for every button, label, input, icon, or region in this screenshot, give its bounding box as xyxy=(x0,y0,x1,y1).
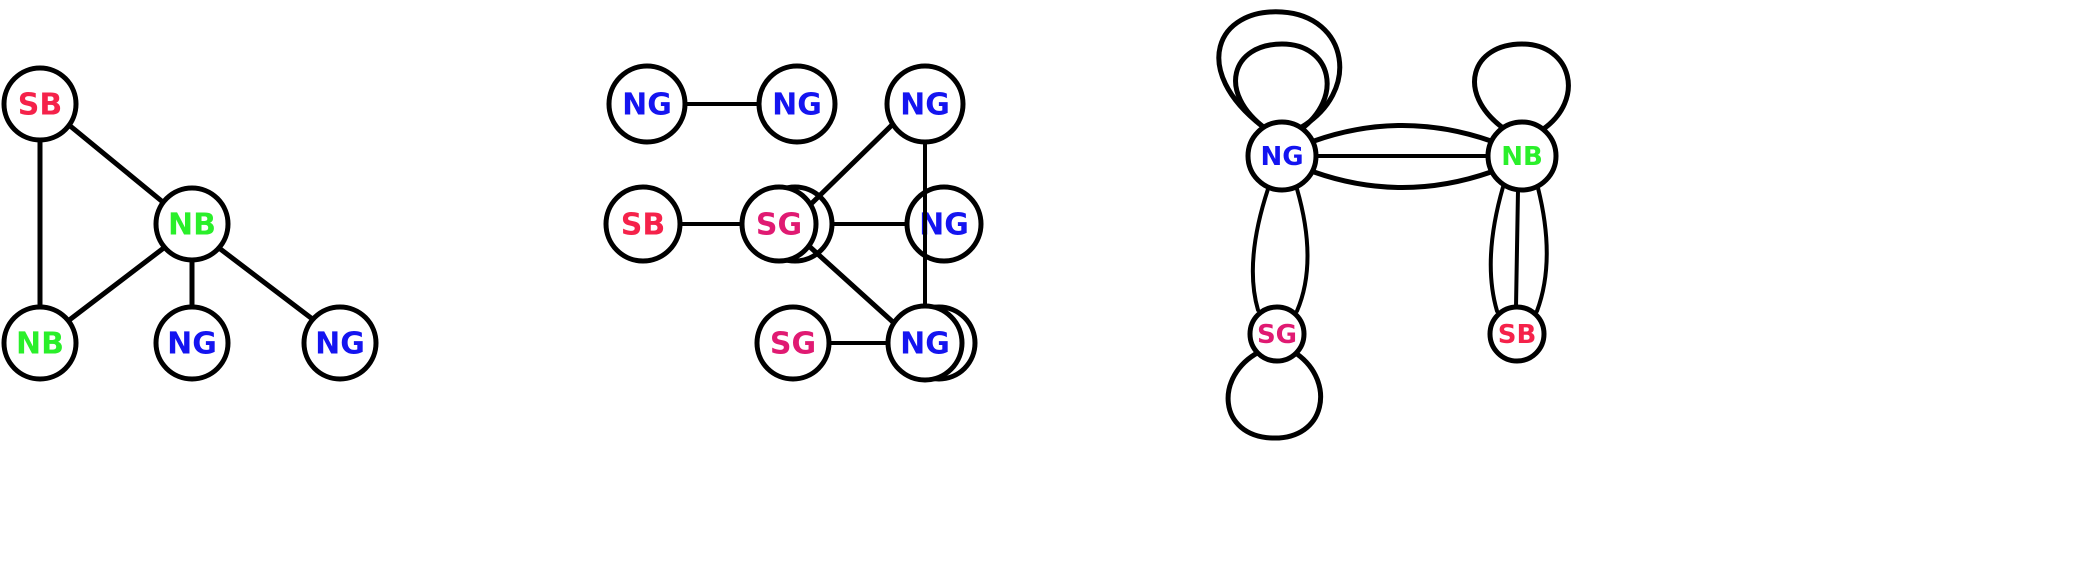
self-loop-ng-inner xyxy=(1233,41,1330,133)
node-label: NG xyxy=(315,327,365,362)
edge-sb-nb-diagonal xyxy=(66,122,167,206)
node-nb-hub[interactable]: NB xyxy=(153,185,231,263)
edge-ng-sg-left xyxy=(1250,187,1270,312)
graph-4-nodes: NG NB SG SB xyxy=(1245,119,1559,364)
edge-ng-nb-lower xyxy=(1311,169,1494,190)
node-ng-pair-left[interactable]: NG xyxy=(606,63,688,145)
node-sb-chain[interactable]: SB xyxy=(603,184,683,264)
node-circle[interactable] xyxy=(1485,119,1559,193)
edge-nb-sb-left xyxy=(1488,185,1505,313)
node-circle[interactable] xyxy=(885,303,965,383)
node-label: NG xyxy=(167,327,217,362)
edge-ng-nb-upper xyxy=(1311,123,1494,144)
node-ng-chain[interactable]: NG xyxy=(904,184,984,264)
node-circle[interactable] xyxy=(884,63,966,145)
node-circle[interactable] xyxy=(1,65,79,143)
node-circle[interactable] xyxy=(756,63,838,145)
node-sg-pair-left[interactable]: SG xyxy=(754,304,832,382)
node-circle[interactable] xyxy=(153,185,231,263)
graph-3-triangle: NG SG NG xyxy=(739,63,966,383)
node-ng-leaf-center[interactable]: NG xyxy=(153,304,231,382)
edge-nb-sb-middle xyxy=(1514,188,1520,309)
node-ng-pair-right[interactable]: NG xyxy=(756,63,838,145)
graph-1-tree: SB NB NB NG NG xyxy=(1,65,379,382)
node-label: NG xyxy=(772,88,822,123)
self-loop-sg-lower xyxy=(1225,349,1324,441)
graph-3-nodes: NG SG NG xyxy=(739,63,966,383)
node-circle[interactable] xyxy=(739,184,819,264)
node-label: SG xyxy=(1257,320,1297,350)
edge-nb-sb-right xyxy=(1535,186,1549,313)
graph-3-edges xyxy=(807,121,927,326)
node-label: SB xyxy=(18,88,62,123)
node-sb[interactable]: SB xyxy=(1,65,79,143)
self-loop-nb-upper xyxy=(1472,41,1571,133)
node-sg-triangle-left[interactable]: SG xyxy=(739,184,819,264)
node-label: NB xyxy=(16,327,64,362)
node-label: NG xyxy=(622,88,672,123)
node-sb-multi[interactable]: SB xyxy=(1487,304,1547,364)
node-circle[interactable] xyxy=(153,304,231,382)
edge-ng-sg-right xyxy=(1295,187,1310,313)
node-label: NG xyxy=(900,327,950,362)
graph-4-multigraph: NG NB SG SB xyxy=(1216,9,1571,441)
node-circle[interactable] xyxy=(1487,304,1547,364)
node-sg-multi[interactable]: SG xyxy=(1247,304,1307,364)
graph-1-nodes: SB NB NB NG NG xyxy=(1,65,379,382)
node-label: NG xyxy=(1260,142,1303,172)
graph-4-self-loops xyxy=(1216,9,1571,441)
node-label: SG xyxy=(756,208,802,243)
graph-1-edges xyxy=(37,122,318,324)
node-circle[interactable] xyxy=(1,304,79,382)
node-ng-leaf-right[interactable]: NG xyxy=(301,304,379,382)
edge-sg-ng-bottom xyxy=(807,244,897,326)
node-circle[interactable] xyxy=(1247,304,1307,364)
node-nb-leaf[interactable]: NB xyxy=(1,304,79,382)
node-ng-triangle-bottom[interactable]: NG xyxy=(885,303,965,383)
node-label: NG xyxy=(919,208,969,243)
node-label: SB xyxy=(1498,320,1537,350)
node-circle[interactable] xyxy=(603,184,683,264)
edge-ng-top-sg xyxy=(808,121,896,207)
node-label: NB xyxy=(1501,142,1543,172)
edge-nb-ng-right xyxy=(216,245,318,324)
node-nb-multi[interactable]: NB xyxy=(1485,119,1559,193)
self-loop-ng-outer xyxy=(1216,9,1343,131)
node-label: SG xyxy=(770,327,816,362)
node-label: SB xyxy=(621,208,665,243)
graph-4-edges xyxy=(1250,123,1549,313)
node-ng-triangle-top[interactable]: NG xyxy=(884,63,966,145)
node-label: NG xyxy=(900,88,950,123)
node-circle[interactable] xyxy=(1245,119,1319,193)
node-circle[interactable] xyxy=(754,304,832,382)
node-ng-multi[interactable]: NG xyxy=(1245,119,1319,193)
node-circle[interactable] xyxy=(606,63,688,145)
node-circle[interactable] xyxy=(301,304,379,382)
edge-nb-nb xyxy=(65,244,168,324)
node-label: NB xyxy=(168,208,216,243)
